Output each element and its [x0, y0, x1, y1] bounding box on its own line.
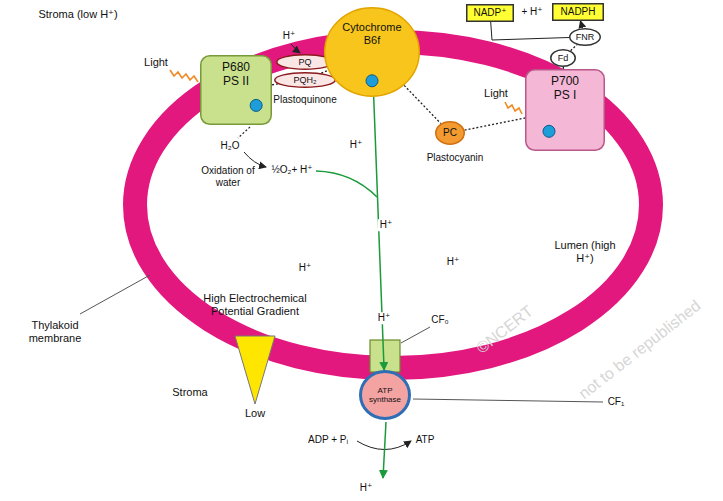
connector — [581, 21, 583, 28]
node-shape — [201, 56, 272, 125]
process-label: Oxidation of water — [193, 165, 263, 188]
node-text: P680 PS II — [214, 61, 258, 89]
membrane-label: Thylakoid membrane — [15, 319, 95, 344]
cytochrome-complex: Cytochrome B6f — [324, 7, 420, 97]
node-text: Cytochrome B6f — [337, 21, 407, 46]
molecule-box: NADP⁺ — [466, 4, 514, 22]
molecule-label: ATP — [416, 434, 435, 446]
connector — [491, 22, 569, 40]
connector — [571, 45, 577, 51]
node-shape — [361, 372, 410, 419]
proton-flow — [383, 422, 386, 478]
atp-synthase: ATP synthase — [359, 370, 411, 420]
ion-label: H⁺ — [283, 30, 296, 42]
reaction-centre-dot — [250, 99, 262, 111]
node-shape — [570, 29, 601, 46]
node-text: NADPH — [560, 6, 595, 18]
plastoquinone-oval: PQH₂ — [274, 72, 336, 88]
photosystem-box: P700 PS I — [525, 69, 605, 151]
region-label: Stroma (low H⁺) — [38, 8, 117, 21]
leader-line — [80, 275, 150, 314]
molecule-label: H₂O — [221, 140, 240, 152]
node-shape — [526, 70, 605, 151]
light-wave — [170, 70, 198, 82]
enzyme-circle: FNR — [569, 28, 601, 46]
electron-path — [238, 127, 250, 138]
node-shape — [467, 5, 514, 22]
reaction-centre-dot — [366, 75, 378, 87]
node-shape — [436, 122, 465, 145]
ion-label: H⁺ — [299, 262, 312, 274]
connector — [404, 85, 441, 123]
node-text: NADP⁺ — [473, 7, 506, 19]
plastocyanin-circle: PC — [435, 121, 465, 145]
ion-label: H⁺ — [348, 139, 365, 151]
cf0-unit — [370, 340, 400, 372]
region-label: Lumen (high H⁺) — [550, 239, 620, 264]
molecule-label: Plastocyanin — [427, 152, 484, 164]
photosystem-box: P680 PS II — [200, 55, 272, 125]
ion-label: H⁺ — [378, 219, 395, 231]
ferredoxin-circle: Fd — [550, 49, 576, 67]
molecule-box: NADPH — [552, 3, 604, 21]
region-label: Stroma — [172, 386, 207, 399]
leader-line — [413, 399, 603, 402]
node-shape — [551, 50, 576, 67]
node-text: FNR — [576, 32, 595, 42]
light-wave — [505, 102, 522, 114]
leader-line — [401, 327, 430, 343]
light-label: Light — [484, 87, 508, 100]
node-shape — [325, 8, 420, 97]
ion-label: H⁺ — [360, 482, 373, 494]
node-text: PQH₂ — [294, 75, 317, 85]
node-text: ATP synthase — [365, 386, 405, 404]
gradient-label: Low — [245, 407, 265, 420]
part-label: CF₀ — [431, 314, 448, 326]
node-outline — [324, 7, 420, 97]
ion-label: H⁺ — [447, 256, 460, 268]
node-text: PC — [443, 127, 457, 139]
node-shape — [275, 73, 336, 88]
connector — [563, 67, 564, 69]
light-label: Light — [144, 56, 168, 69]
node-shape — [553, 4, 604, 21]
connector — [465, 118, 525, 130]
proton-flow — [316, 171, 377, 197]
molecule-label: ½O₂+ H⁺ — [271, 164, 312, 176]
reaction-centre-dot — [543, 125, 555, 137]
node-text: Fd — [558, 53, 569, 63]
node-text: P700 PS I — [543, 75, 587, 103]
connector — [321, 70, 328, 73]
node-text: PQ — [298, 57, 311, 67]
part-label: CF₁ — [608, 396, 625, 408]
proton-arrow — [291, 44, 300, 53]
ion-label: + H⁺ — [521, 6, 542, 18]
connector — [374, 97, 384, 370]
ion-label: H⁺ — [376, 312, 393, 324]
molecule-label: ADP + Pᵢ — [308, 434, 348, 446]
molecule-label: Plastoquinone — [273, 94, 336, 106]
gradient-label: High Electrochemical Potential Gradient — [200, 292, 310, 317]
gradient-triangle — [235, 336, 275, 404]
